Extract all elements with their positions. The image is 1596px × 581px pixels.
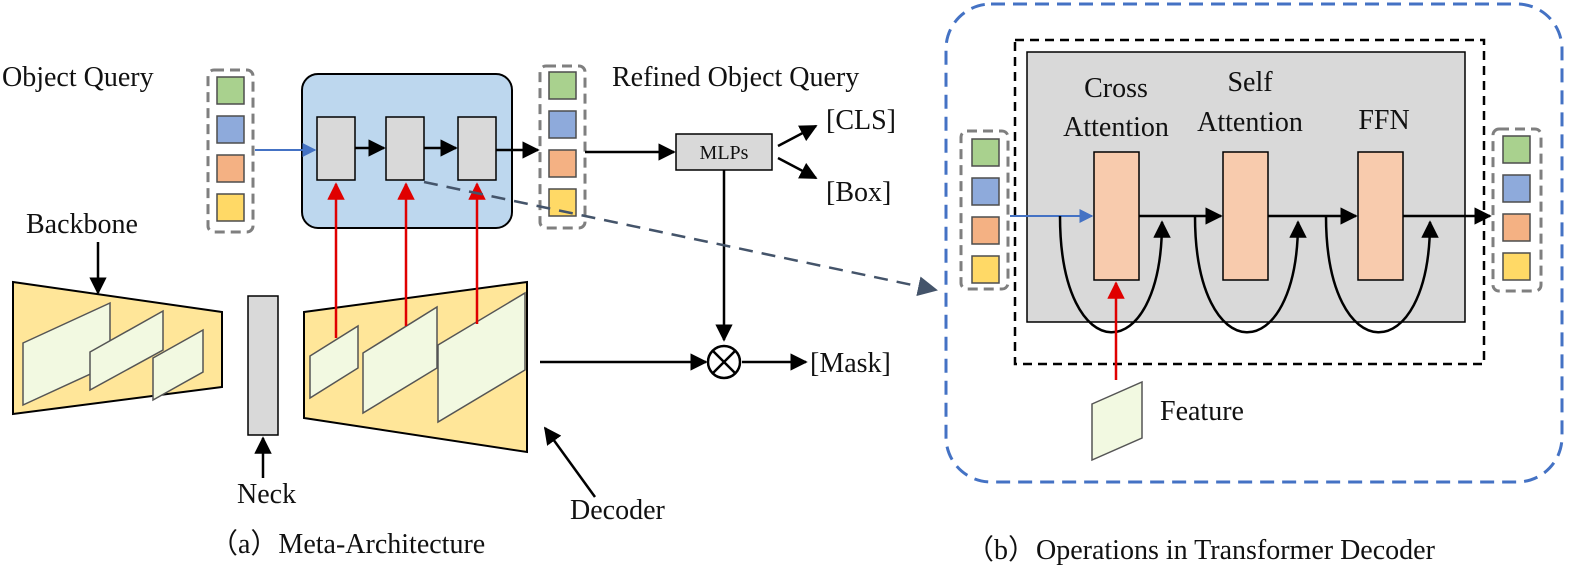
decoder-label: Decoder [570, 495, 666, 526]
residual-loop-ffn [1324, 215, 1439, 334]
caption-b: （b）Operations in Transformer Decoder [966, 534, 1436, 566]
neck-label: Neck [237, 479, 296, 510]
feature-map-icon [1091, 380, 1143, 462]
query-token-blue [216, 115, 245, 144]
query-token-green [216, 76, 245, 105]
ffn-label: FFN [1358, 105, 1409, 136]
refined-query-group [538, 64, 587, 230]
b-output-query-group [1491, 127, 1543, 293]
cross-attention-label-line2: Attention [1063, 112, 1169, 143]
zoom-connector [423, 180, 938, 297]
refined-object-query-label: Refined Object Query [612, 62, 859, 93]
decoder-feature-1 [309, 324, 359, 400]
query-token-yellow [216, 193, 245, 222]
decoder-feature-2 [362, 305, 438, 415]
decoder-layer-outline [1013, 38, 1486, 366]
residual-loop-cross [1058, 215, 1171, 334]
b-input-query-group [959, 129, 1010, 291]
residual-loop-self [1193, 215, 1307, 334]
box-output-label: [Box] [826, 177, 891, 208]
decoder-layer-1 [316, 116, 356, 181]
query-token-orange [216, 154, 245, 183]
ffn-block [1357, 151, 1404, 281]
multiply-operator-icon [706, 344, 742, 380]
backbone-feature-3 [152, 328, 204, 402]
object-query-label: Object Query [2, 62, 154, 93]
self-attention-block [1222, 151, 1269, 281]
mask-output-label: [Mask] [810, 348, 891, 379]
decoder-layer-3 [457, 116, 497, 181]
mlps-label: MLPs [700, 142, 749, 164]
backbone-feature-2 [89, 309, 164, 392]
decoder-feature-3 [437, 291, 526, 424]
cross-attention-block [1093, 151, 1140, 281]
neck-block [247, 295, 279, 436]
self-attention-label-line2: Attention [1197, 107, 1303, 138]
decoder-layer-2 [385, 116, 425, 181]
input-query-group [206, 68, 255, 234]
caption-a: （a）Meta-Architecture [210, 528, 485, 560]
cross-attention-label-line1: Cross [1084, 73, 1148, 104]
feature-label: Feature [1160, 396, 1244, 427]
self-attention-label-line1: Self [1227, 67, 1273, 98]
mlps-block [675, 133, 773, 171]
cls-output-label: [CLS] [826, 105, 896, 136]
backbone-label: Backbone [26, 209, 138, 240]
